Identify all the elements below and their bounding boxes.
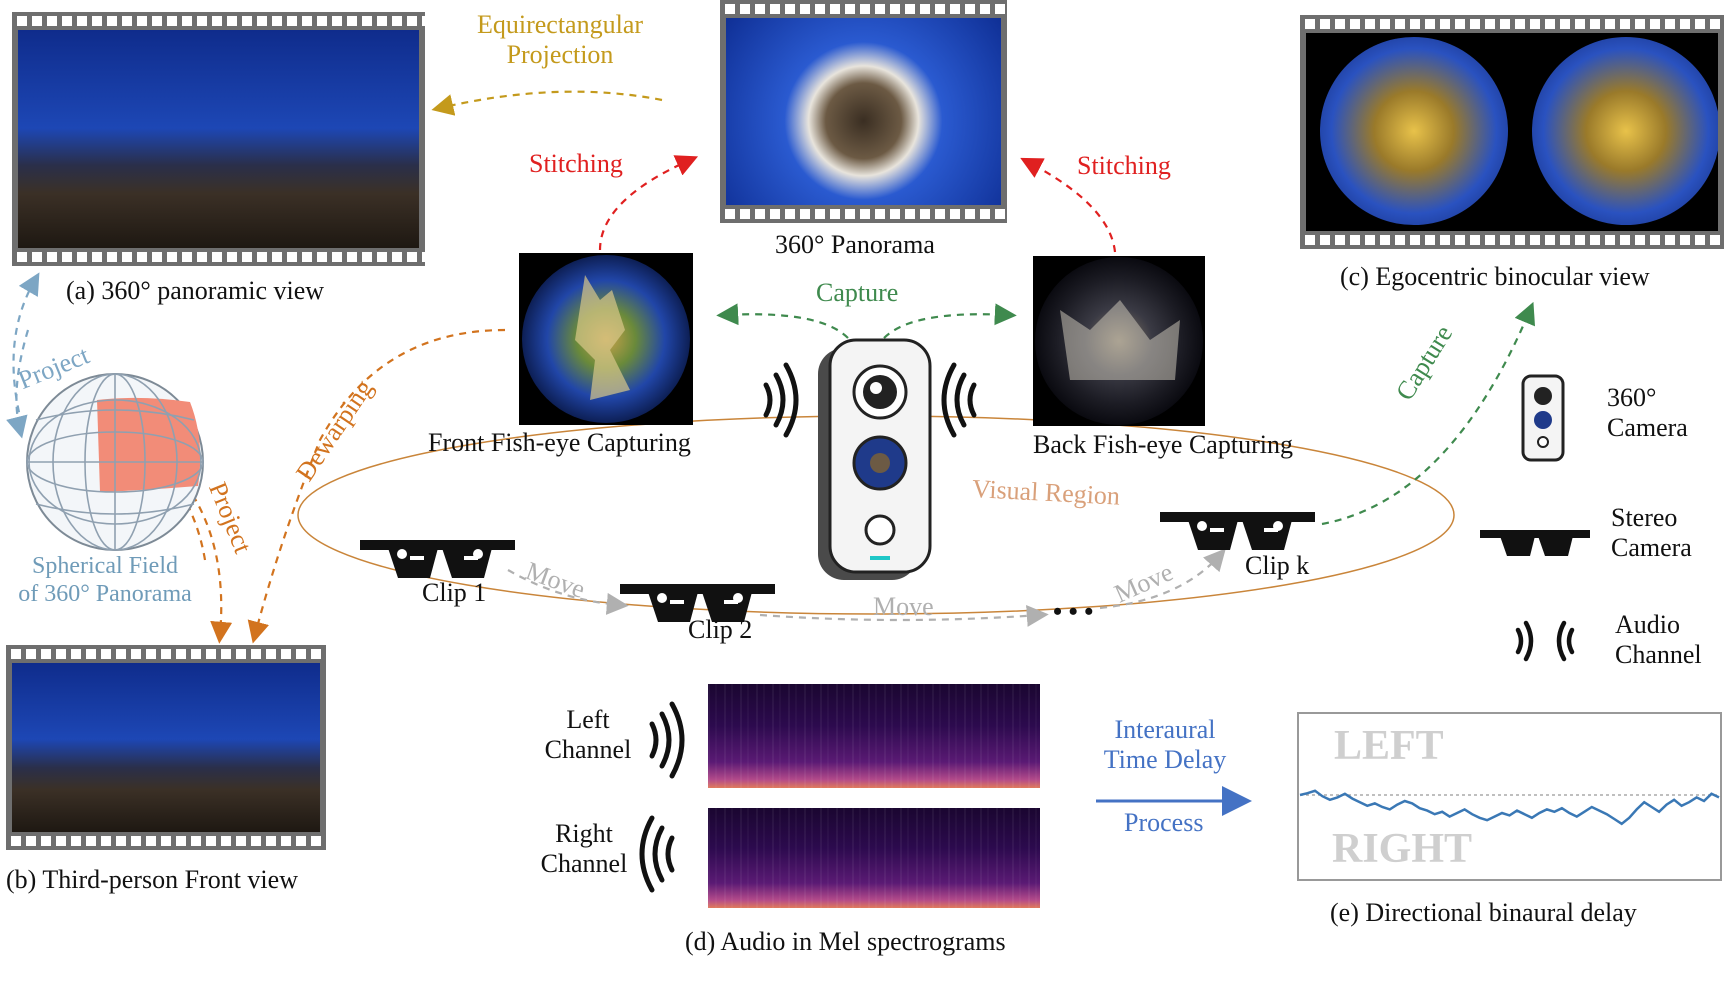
legend-audio-icon — [1515, 620, 1575, 662]
label-clip1: Clip 1 — [422, 578, 487, 607]
sound-waves-right — [941, 362, 977, 438]
label-right-line1: Right — [555, 819, 613, 848]
legend-camera-icon — [1521, 374, 1565, 462]
capture-egocentric-arrow — [1321, 301, 1536, 526]
legend-audio-line2: Channel — [1615, 639, 1702, 669]
panorama-film — [720, 0, 1007, 223]
binaural-delay-box — [1297, 712, 1722, 881]
move-arrow-3 — [1099, 548, 1226, 610]
capture-left-arrow — [716, 303, 849, 339]
label-right-channel: Right Channel — [524, 819, 644, 879]
label-itd: Interaural Time Delay — [1080, 715, 1250, 775]
panoramic-film — [12, 12, 425, 266]
right-channel-sound-icon — [639, 815, 675, 893]
label-stitching-left: Stitching — [529, 149, 623, 178]
front-fisheye-image — [519, 253, 693, 425]
label-left-line2: Channel — [544, 734, 632, 764]
binaural-waveform — [1299, 789, 1720, 826]
label-itd-line1: Interaural — [1114, 715, 1216, 744]
label-right-word: RIGHT — [1332, 826, 1473, 872]
legend-stereo-line1: Stereo — [1611, 503, 1678, 532]
stereo-camera-clipk — [1160, 512, 1315, 550]
label-panoramic-view: (a) 360° panoramic view — [66, 276, 325, 305]
label-binaural-delay: (e) Directional binaural delay — [1330, 898, 1637, 927]
label-sphere-line1: Spherical Field — [32, 553, 178, 579]
label-capture-top: Capture — [816, 278, 899, 307]
legend-audio-line1: Audio — [1615, 610, 1680, 639]
label-ellipsis: • • • — [1053, 597, 1094, 626]
legend-stereo-icon — [1480, 530, 1590, 556]
label-panorama: 360° Panorama — [775, 230, 935, 259]
legend-stereo-line2: Camera — [1611, 532, 1692, 562]
egocentric-image — [1306, 33, 1718, 231]
project-sphere-arrow — [159, 454, 233, 644]
label-left-channel: Left Channel — [528, 705, 648, 765]
label-sphere: Spherical Field of 360° Panorama — [10, 553, 200, 608]
label-left-word: LEFT — [1334, 723, 1444, 769]
back-fisheye-image — [1033, 256, 1205, 426]
label-clipk: Clip k — [1245, 551, 1310, 580]
stereo-camera-clip1 — [360, 540, 515, 578]
label-left-line1: Left — [566, 705, 610, 734]
stitching-left-arrow — [598, 155, 699, 251]
equirect-arrow — [431, 90, 663, 116]
egocentric-film — [1300, 15, 1724, 249]
legend-stereo-label: Stereo Camera — [1611, 503, 1692, 563]
front-view-film — [6, 645, 326, 850]
label-move2: Move — [873, 592, 934, 621]
sphere-icon — [26, 373, 204, 551]
right-spectrogram — [708, 808, 1040, 908]
dewarping-arrow — [247, 328, 506, 644]
tiny-planet-image — [726, 18, 1001, 205]
camera-360-icon — [818, 338, 932, 580]
label-equirect-line2: Projection — [506, 39, 614, 69]
move-arrow-1 — [507, 569, 629, 615]
front-view-image — [12, 663, 320, 832]
label-front-view: (b) Third-person Front view — [6, 865, 298, 894]
legend-audio-label: Audio Channel — [1615, 610, 1702, 670]
legend-camera-line2: Camera — [1607, 412, 1688, 442]
label-back-fisheye: Back Fish-eye Capturing — [1033, 430, 1293, 459]
label-stitching-right: Stitching — [1077, 151, 1171, 180]
label-equirect-line1: Equirectangular — [476, 10, 644, 39]
left-channel-sound-icon — [649, 701, 685, 779]
label-sphere-line2: of 360° Panorama — [18, 580, 192, 607]
left-spectrogram — [708, 684, 1040, 788]
panoramic-image — [18, 30, 419, 248]
legend-camera-label: 360° Camera — [1607, 383, 1688, 443]
legend-camera-line1: 360° — [1607, 383, 1657, 412]
project-top-arrow — [12, 272, 40, 426]
label-front-fisheye: Front Fish-eye Capturing — [428, 428, 691, 457]
label-equirect: Equirectangular Projection — [455, 10, 665, 70]
project-top-arrow-back — [6, 329, 30, 439]
label-itd-line2: Time Delay — [1103, 744, 1227, 774]
stitching-right-arrow — [1020, 157, 1117, 253]
sound-waves-left — [763, 362, 799, 438]
stereo-camera-clip2 — [620, 584, 775, 622]
label-audio-mel: (d) Audio in Mel spectrograms — [685, 927, 1006, 956]
label-right-line2: Channel — [540, 848, 628, 878]
label-egocentric-view: (c) Egocentric binocular view — [1340, 262, 1650, 291]
capture-right-arrow — [883, 303, 1017, 339]
label-clip2: Clip 2 — [688, 615, 753, 644]
label-process: Process — [1124, 808, 1204, 837]
